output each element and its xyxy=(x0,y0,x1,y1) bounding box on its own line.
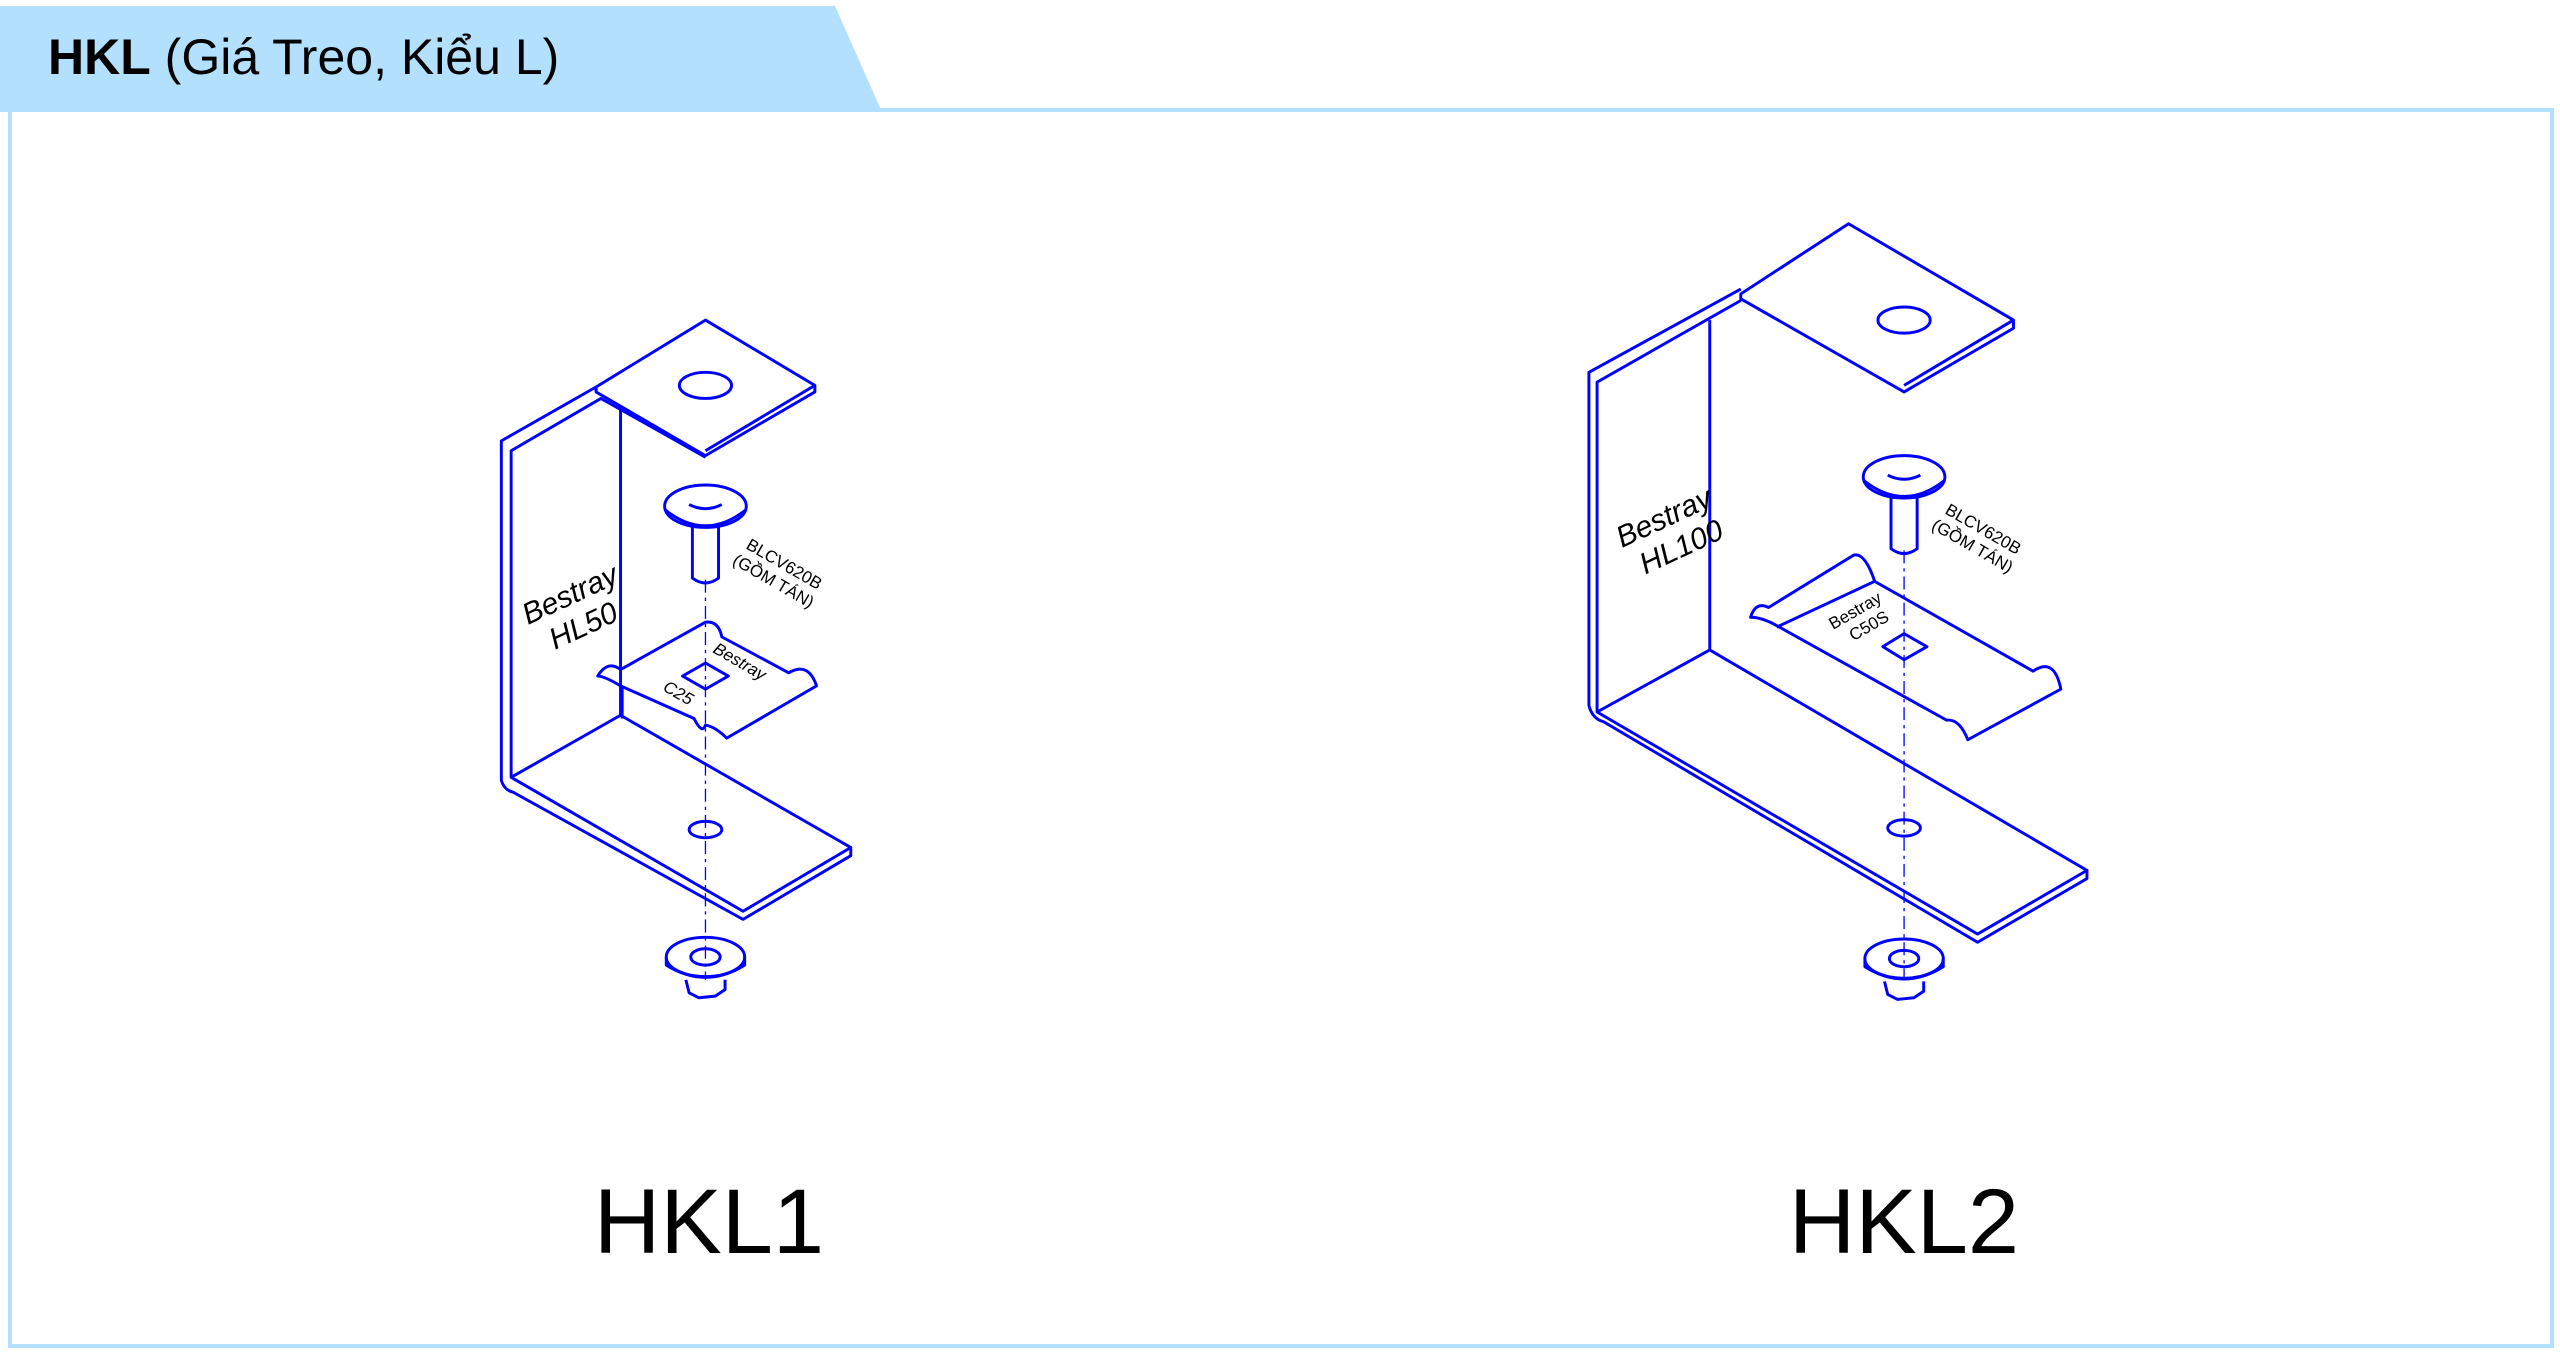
hkl1-drawing xyxy=(499,318,853,1000)
header-tab-background xyxy=(0,6,882,112)
content-frame xyxy=(8,108,2554,1348)
hkl2-drawing xyxy=(1587,222,2089,1001)
header-title: HKL (Giá Treo, Kiểu L) xyxy=(48,28,559,86)
header-code: HKL xyxy=(48,29,151,85)
hkl2-label: HKL2 xyxy=(1788,1171,2020,1273)
hkl1-label: HKL1 xyxy=(593,1171,825,1273)
header-subtitle: (Giá Treo, Kiểu L) xyxy=(164,29,560,85)
